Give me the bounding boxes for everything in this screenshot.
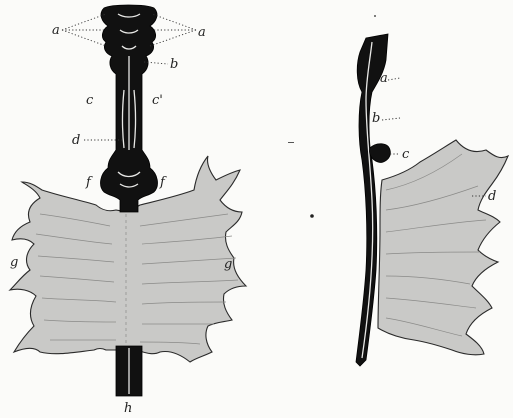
- right-label-c: c: [402, 147, 410, 162]
- right-figure: a b c d: [356, 34, 508, 366]
- right-knob: [369, 144, 390, 163]
- left-label-g-right: g: [224, 257, 232, 272]
- right-label-b: b: [372, 111, 380, 126]
- right-label-a: a: [380, 71, 388, 86]
- left-label-d: d: [72, 133, 80, 148]
- left-figure: a a b c c' d f f g g h: [10, 5, 246, 416]
- left-label-g-left: g: [10, 255, 18, 270]
- left-label-c: c: [86, 93, 94, 108]
- left-label-c-prime: c': [152, 93, 163, 108]
- left-label-f-right: f: [159, 175, 167, 190]
- left-label-b: b: [170, 57, 178, 72]
- left-label-a-right: a: [198, 25, 206, 40]
- left-label-a-left: a: [52, 23, 60, 38]
- left-label-h: h: [124, 401, 132, 416]
- right-membrane: [378, 140, 508, 355]
- left-label-f-left: f: [85, 175, 93, 190]
- right-label-d: d: [488, 189, 496, 204]
